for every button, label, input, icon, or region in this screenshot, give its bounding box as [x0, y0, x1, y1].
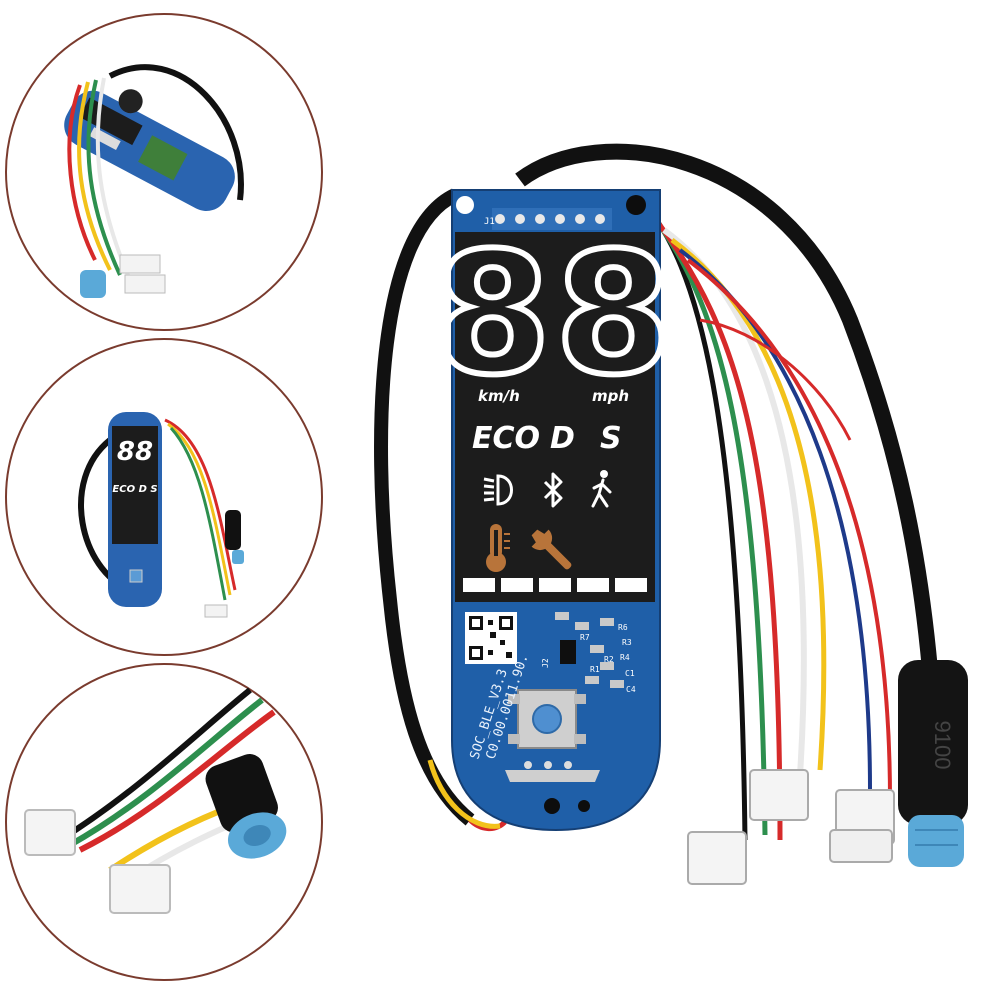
svg-text:88: 88	[117, 437, 153, 467]
svg-text:ECO D S: ECO D S	[112, 484, 157, 495]
component-c1: C1	[625, 669, 635, 678]
smd-components: R6 R3 R4 R2 R1 C1 C4 R7 J2	[541, 612, 636, 694]
walking-person-icon	[591, 470, 612, 508]
component-r4: R4	[620, 653, 630, 662]
dashboard-board: J1 88 km/h mph ECO D S	[431, 189, 676, 832]
thermometer-icon	[486, 524, 510, 572]
component-r7: R7	[580, 633, 590, 642]
component-r2: R2	[604, 655, 614, 664]
cable-bundle: 9100	[374, 143, 968, 885]
mode-s: S	[600, 421, 622, 456]
wrench-icon	[531, 529, 572, 570]
mode-d: D	[550, 421, 575, 456]
top-pin-header: J1	[484, 208, 612, 230]
component-r6: R6	[618, 623, 628, 632]
headlight-icon	[483, 474, 513, 506]
speed-digits: 88	[434, 216, 676, 412]
plug-label: 9100	[930, 721, 955, 770]
connector-ref: J1	[484, 217, 495, 227]
qr-code	[465, 612, 517, 664]
inset-top	[5, 13, 323, 331]
component-c4: C4	[626, 685, 636, 694]
unit-mph: mph	[592, 387, 629, 405]
battery-bar	[463, 578, 647, 592]
power-button[interactable]	[508, 689, 586, 749]
bottom-pads	[505, 761, 600, 814]
unit-kmh: km/h	[478, 387, 520, 405]
inset-bottom	[5, 663, 323, 981]
inset-middle: 88 ECO D S	[5, 338, 323, 656]
connector-j2: J2	[541, 658, 550, 668]
component-r3: R3	[622, 638, 632, 647]
mode-eco: ECO	[472, 421, 540, 456]
component-r1: R1	[590, 665, 600, 674]
main-plug: 9100	[898, 660, 968, 867]
bluetooth-icon	[543, 472, 563, 508]
display-panel	[455, 232, 655, 602]
